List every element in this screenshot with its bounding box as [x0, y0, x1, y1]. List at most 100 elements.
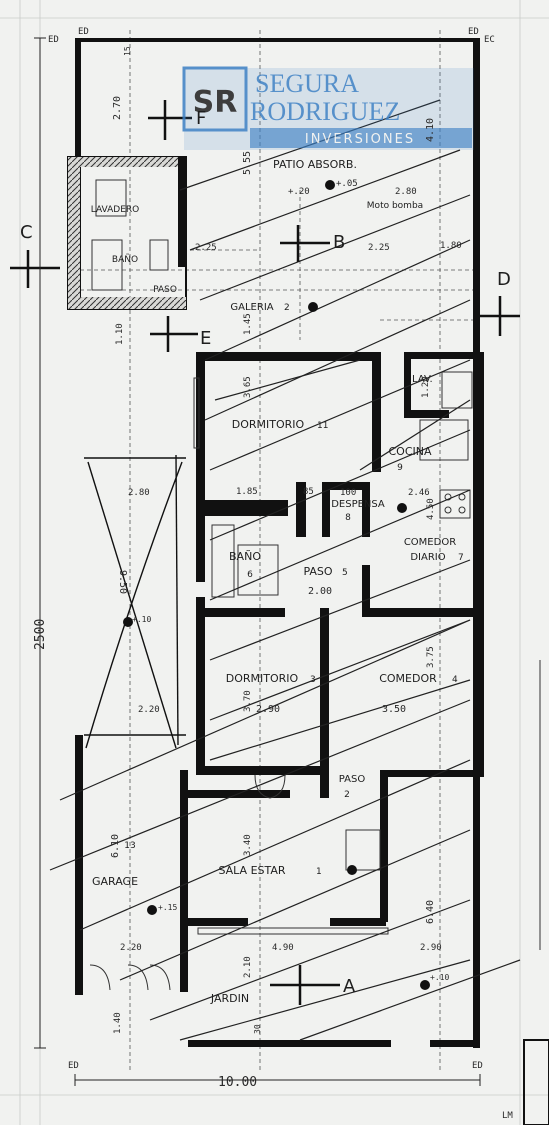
- marker-F: F: [196, 108, 206, 129]
- room-galeria: GALERIA: [230, 302, 273, 313]
- dim-80: 1.80: [440, 241, 462, 251]
- room-galeria-number: 2: [284, 303, 290, 313]
- room-dormitorio-1-number: 11: [317, 421, 328, 431]
- corner-br: ED: [472, 1061, 483, 1071]
- dim-290b: 2.90: [420, 943, 442, 953]
- room-paso-front-number: 2: [344, 790, 350, 800]
- dim-610: 6.10: [110, 834, 121, 858]
- dim-185: 1.85: [236, 487, 258, 497]
- corner-tl2: ED: [78, 27, 89, 37]
- corner-codes: ED ED ED EC ED ED LM: [48, 27, 513, 1121]
- brand-monogram: SR: [193, 85, 238, 120]
- room-bano-annex: BAÑO: [112, 254, 138, 265]
- section-letters: F B C E A D: [20, 108, 511, 997]
- garage-void-marks: [84, 454, 186, 749]
- room-garage-number: 13: [124, 841, 135, 851]
- dim-350: 3.50: [382, 704, 406, 715]
- dim-555: 5.55: [242, 151, 253, 175]
- room-garage: GARAGE: [92, 875, 138, 888]
- marker-E: E: [200, 328, 211, 349]
- dim-220b: 2.20: [120, 943, 142, 953]
- dim-200: 2.00: [308, 586, 332, 597]
- dim-10b: +.10: [430, 973, 449, 982]
- dim-145: 1.45: [243, 313, 253, 335]
- dim-220a: 2.20: [138, 705, 160, 715]
- dim-85: 85: [303, 487, 314, 497]
- dim-280b: 2.80: [128, 488, 150, 498]
- dim-365: 3.65: [243, 376, 253, 398]
- dim-370: 3.70: [243, 690, 253, 712]
- room-dormitorio-2: DORMITORIO: [226, 672, 299, 685]
- brand-line3: INVERSIONES: [305, 132, 415, 147]
- brand-line1: SEGURA: [255, 69, 359, 98]
- room-comedor-number: 4: [452, 675, 458, 685]
- marker-D: D: [497, 269, 511, 290]
- dim-640: 6.40: [425, 900, 436, 924]
- corner-tl1: ED: [48, 35, 59, 45]
- corner-tr1: ED: [468, 27, 479, 37]
- room-paso-annex: PASO: [153, 285, 177, 295]
- room-sala-estar: SALA ESTAR: [218, 864, 285, 877]
- dim-15b: +.15: [158, 903, 177, 912]
- dim-450: 4.50: [426, 498, 436, 520]
- room-lav: LAV.: [412, 374, 433, 385]
- room-bano-number: 6: [247, 570, 253, 580]
- dim-total-width: 10.00: [218, 1075, 257, 1090]
- dimension-lines: [34, 37, 481, 1086]
- dim-225a: 2.25: [195, 243, 217, 253]
- annex-walls: [67, 156, 187, 310]
- dim-950: 9.50: [117, 570, 128, 594]
- dim-10: +.10: [132, 615, 151, 624]
- room-despensa-number: 8: [345, 513, 351, 523]
- label-motobomba: Moto bomba: [367, 201, 423, 211]
- dim-490: 4.90: [272, 943, 294, 953]
- room-labels: PATIO ABSORB. Moto bomba GALERIA 2 LAVAD…: [91, 158, 464, 1005]
- level-markers: [123, 180, 430, 990]
- hatching: [49, 99, 521, 1041]
- room-comedor-diario: COMEDOR: [404, 537, 456, 548]
- room-paso: PASO: [303, 565, 332, 578]
- dimension-labels: 2500 10.00 2.70 4.10 5.55 +.20 +.05 2.80…: [33, 46, 462, 1090]
- dim-30: 30: [253, 1024, 262, 1034]
- room-cocina: COCINA: [388, 445, 431, 458]
- brand-line2: RODRIGUEZ: [250, 97, 400, 126]
- corner-tr2: EC: [484, 35, 495, 45]
- room-jardin: JARDIN: [210, 992, 249, 1005]
- room-dormitorio-1: DORMITORIO: [232, 418, 305, 431]
- dim-280a: 2.80: [395, 187, 417, 197]
- room-cocina-number: 9: [397, 463, 403, 473]
- fixtures: [89, 179, 473, 991]
- dim-120b: 1.20: [421, 376, 431, 398]
- room-bano: BAÑO: [229, 550, 261, 563]
- dim-05: +.05: [336, 179, 358, 189]
- room-comedor: COMEDOR: [379, 672, 437, 685]
- section-markers: [10, 100, 520, 1005]
- dim-225b: 2.25: [368, 243, 390, 253]
- room-paso-front: PASO: [339, 774, 366, 785]
- marker-C: C: [20, 222, 33, 243]
- corner-bl: ED: [68, 1061, 79, 1071]
- dim-246: 2.46: [408, 488, 430, 498]
- dim-290: 2.90: [256, 704, 280, 715]
- room-dormitorio-2-number: 3: [310, 675, 316, 685]
- room-despensa: DESPENSA: [331, 499, 385, 510]
- dim-410: 4.10: [425, 118, 436, 142]
- dim-120: +.20: [288, 187, 310, 197]
- brand-logo-frame: [182, 66, 248, 132]
- dim-140: 1.40: [113, 1012, 123, 1034]
- room-comedor-diario-number: 7: [458, 553, 464, 563]
- marker-A: A: [343, 976, 356, 997]
- dim-340: 3.40: [243, 834, 253, 856]
- room-lavadero-annex: LAVADERO: [91, 205, 140, 215]
- corner-lm: LM: [502, 1111, 513, 1121]
- house-walls: [180, 352, 484, 992]
- dim-total-length: 2500: [33, 619, 48, 650]
- dim-375: 3.75: [426, 646, 436, 668]
- marker-B: B: [333, 232, 345, 253]
- dim-100: 100: [340, 488, 356, 498]
- room-comedor-diario-2: DIARIO: [410, 552, 445, 563]
- brand-watermark: SR SEGURA RODRIGUEZ INVERSIONES: [182, 66, 474, 150]
- room-patio: PATIO ABSORB.: [273, 158, 357, 171]
